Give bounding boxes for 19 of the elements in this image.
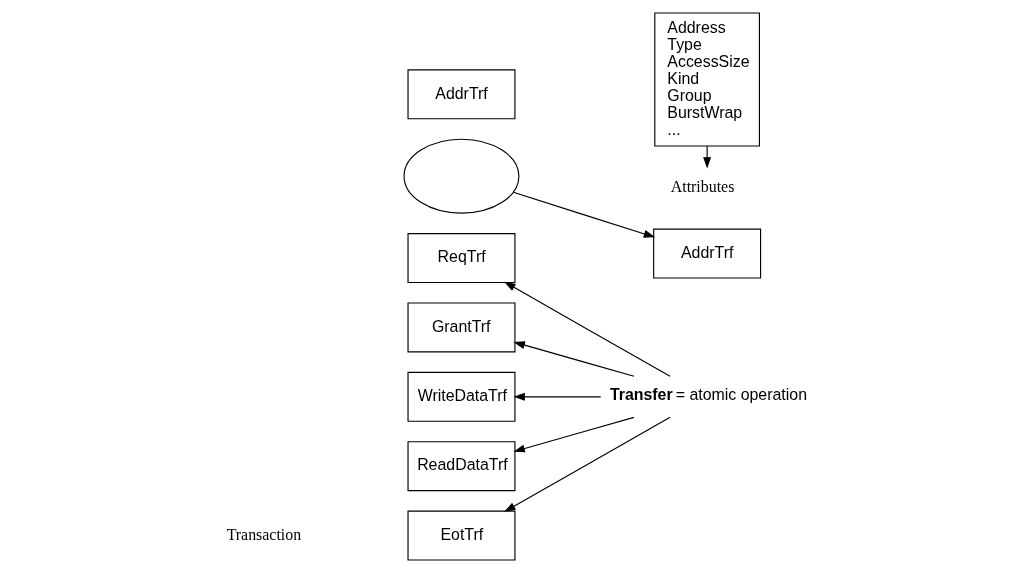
node-text: Attributes (670, 177, 735, 195)
node-box: AddrTrf (653, 228, 762, 279)
node-text: Transfer = atomic operation (609, 385, 808, 403)
arrow (504, 416, 671, 512)
node-box: EotTrf (407, 510, 516, 561)
node-box: AddrTrf (407, 69, 516, 120)
node-box: WriteDataTrf (407, 371, 516, 422)
arrow (513, 392, 602, 401)
arrow (512, 191, 656, 238)
node-box: Address Type AccessSize Kind Group BurstWrap ... (654, 12, 760, 147)
node-box: ReqTrf (407, 233, 516, 284)
arrow (513, 341, 635, 377)
node-box: GrantTrf (407, 302, 516, 353)
label: Transaction (226, 525, 302, 543)
node-ellipse (403, 138, 520, 214)
arrow (703, 145, 712, 169)
node-box: ReadDataTrf (407, 441, 516, 492)
arrow (504, 281, 671, 377)
arrow (513, 416, 635, 453)
